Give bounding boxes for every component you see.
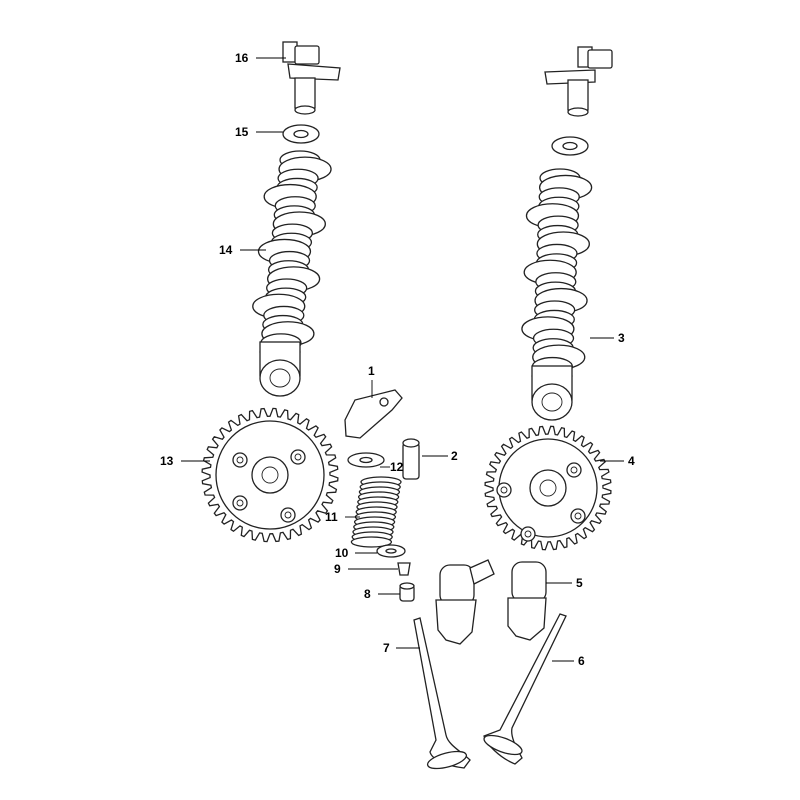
sprocket-bore	[539, 479, 557, 497]
callout-7: 7	[383, 641, 390, 655]
bolt-hole-inner	[574, 512, 582, 520]
bolt-hole-inner	[236, 456, 244, 464]
cam-end-bore	[541, 392, 563, 412]
bolt-hole-inner	[236, 499, 244, 507]
bolt-hole	[232, 452, 248, 468]
callout-1: 1	[368, 364, 375, 378]
camshaft-position-sensor-right[interactable]	[544, 46, 613, 117]
cam-end-face	[259, 359, 301, 397]
sprocket-hub	[251, 456, 289, 494]
callout-3: 3	[618, 331, 625, 345]
callout-5: 5	[576, 576, 583, 590]
bolt-hole-inner	[284, 511, 292, 519]
intake-valve[interactable]	[413, 617, 471, 772]
rocker-arm[interactable]	[344, 389, 403, 439]
camshaft-right[interactable]	[521, 168, 593, 421]
bolt-hole	[232, 495, 248, 511]
valve-actuator-left[interactable]	[435, 559, 495, 645]
seal-ring-right[interactable]	[551, 136, 589, 156]
cam-end-bore	[269, 368, 291, 388]
callout-lines	[181, 57, 624, 662]
valve-stem-seal[interactable]	[399, 582, 415, 602]
callout-16: 16	[235, 51, 249, 65]
callout-13: 13	[160, 454, 174, 468]
callout-4: 4	[628, 454, 635, 468]
spring-seat[interactable]	[376, 544, 406, 558]
callout-8: 8	[364, 587, 371, 601]
bolt-hole-inner	[294, 453, 302, 461]
valve-keeper[interactable]	[397, 562, 411, 576]
sprocket-hub	[529, 469, 567, 507]
callout-11: 11	[325, 510, 338, 524]
camshaft-sprocket-left[interactable]	[201, 407, 339, 543]
callout-2: 2	[451, 449, 458, 463]
callout-10: 10	[335, 546, 349, 560]
spring-retainer[interactable]	[347, 452, 385, 468]
camshaft-left[interactable]	[252, 150, 332, 397]
valve-spring[interactable]	[350, 476, 402, 548]
bolt-hole	[290, 449, 306, 465]
spring-coil	[350, 536, 393, 548]
callout-12: 12	[390, 460, 404, 474]
bolt-hole-inner	[570, 466, 578, 474]
sprocket-bore	[261, 466, 279, 484]
camshaft-sprocket-right[interactable]	[484, 425, 612, 551]
exhaust-valve[interactable]	[482, 613, 567, 765]
lash-adjuster[interactable]	[402, 438, 420, 480]
callout-9: 9	[334, 562, 341, 576]
bolt-hole-inner	[524, 530, 532, 538]
camshaft-position-sensor-left[interactable]	[282, 41, 341, 115]
cam-end-face	[531, 383, 573, 421]
bolt-hole	[520, 526, 536, 542]
bolt-hole	[496, 482, 512, 498]
callout-6: 6	[578, 654, 585, 668]
bolt-hole	[566, 462, 582, 478]
callout-15: 15	[235, 125, 249, 139]
bolt-hole-inner	[500, 486, 508, 494]
bolt-hole	[280, 507, 296, 523]
bolt-hole	[570, 508, 586, 524]
seal-ring-left[interactable]	[282, 124, 320, 144]
callout-14: 14	[219, 243, 233, 257]
valve-actuator-right[interactable]	[507, 561, 547, 641]
